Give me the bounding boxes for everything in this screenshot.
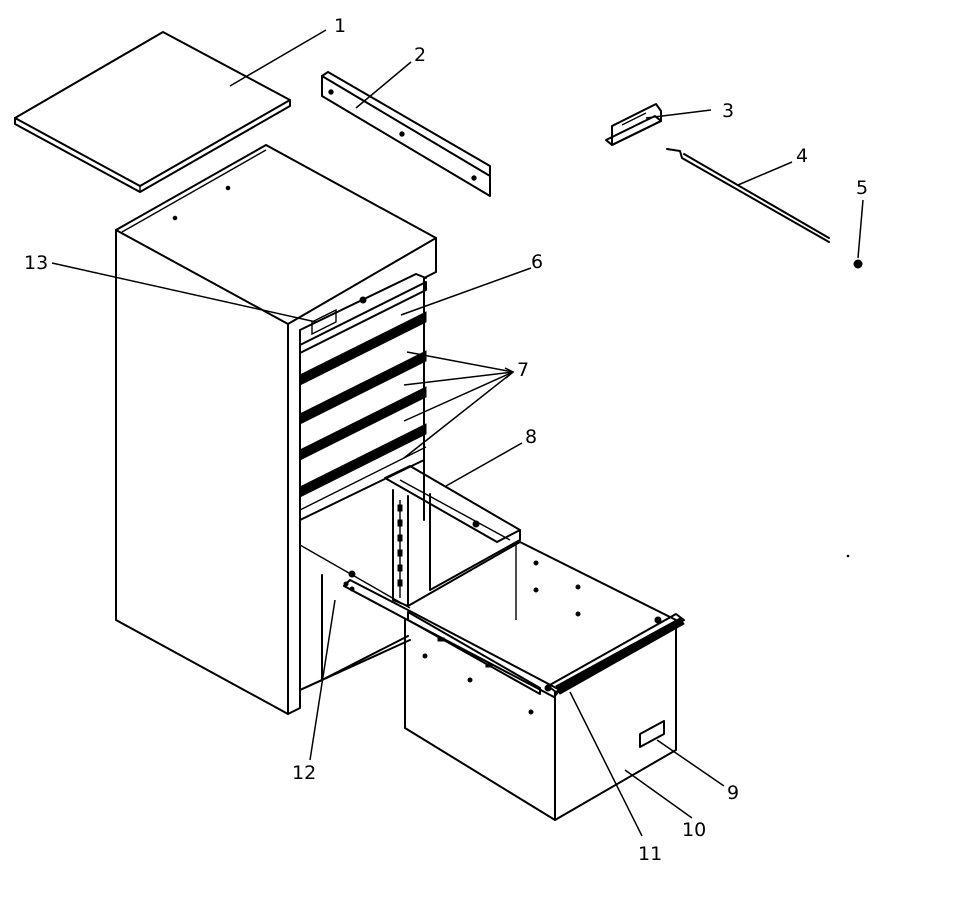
callout-6: 6 xyxy=(531,251,543,273)
callout-1: 1 xyxy=(334,15,346,37)
callout-9: 9 xyxy=(727,782,739,804)
callout-3: 3 xyxy=(722,100,734,122)
rod xyxy=(666,148,830,243)
callout-8: 8 xyxy=(525,426,537,448)
callout-7: 7 xyxy=(517,359,529,381)
screw xyxy=(853,259,863,269)
callout-13: 13 xyxy=(24,252,48,274)
callout-labels: 1 2 3 4 5 6 7 8 9 10 11 12 13 xyxy=(24,15,868,865)
callout-4: 4 xyxy=(796,145,808,167)
cabinet-body xyxy=(115,144,437,715)
callout-10: 10 xyxy=(682,819,706,841)
rear-bracket xyxy=(321,71,491,197)
large-drawer xyxy=(299,465,685,821)
drawer-stack xyxy=(299,281,427,511)
callout-2: 2 xyxy=(414,44,426,66)
callout-11: 11 xyxy=(638,843,662,865)
small-clip xyxy=(605,103,662,146)
callout-12: 12 xyxy=(292,762,316,784)
stray-dot xyxy=(846,554,850,558)
slot-marks xyxy=(397,504,403,587)
callout-5: 5 xyxy=(856,177,868,199)
leader-lines xyxy=(51,29,864,837)
top-panel xyxy=(14,31,291,193)
